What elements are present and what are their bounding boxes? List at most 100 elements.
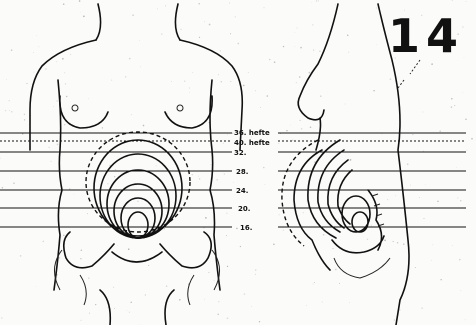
speckle-dot [167,113,168,114]
front-hip-right [188,250,220,305]
speckle-dot [415,267,416,268]
speckle-dot [118,157,119,158]
speckle-dot [237,43,239,45]
speckle-dot [348,52,349,53]
speckle-dot [410,185,411,186]
speckle-dot [62,58,64,60]
front-left-nipple [72,105,78,111]
speckle-dot [286,130,288,132]
speckle-dot [209,24,211,26]
speckle-dot [111,80,112,81]
speckle-dot [214,280,215,281]
side-contour-16 [352,212,368,232]
figure-number-leader [398,60,420,88]
speckle-dot [164,205,165,206]
speckle-dot [184,81,185,82]
speckle-dot [139,40,140,41]
speckle-dot [332,248,333,249]
speckle-dot [120,154,121,155]
speckle-dot [452,0,453,1]
speckle-dot [226,235,227,236]
speckle-dot [397,242,398,243]
speckle-dot [226,213,227,214]
speckle-dot [314,282,315,283]
speckle-dot [192,72,193,73]
speckle-dot [114,176,115,177]
speckle-dot [393,241,394,242]
speckle-dot [451,106,452,107]
speckle-dot [233,182,234,183]
speckle-dot [199,3,200,4]
label-16-weeks: 16. [240,224,252,232]
speckle-dot [431,63,433,65]
week-labels: 36. hefte 40. hefte 32. 28. 24. 20. 16. [234,129,270,232]
speckle-dot [199,37,200,38]
speckle-dot [320,95,322,97]
speckle-dot [279,214,280,215]
speckle-dot [164,228,165,229]
speckle-dot [221,81,223,83]
speckle-dot [217,313,219,315]
speckle-dot [292,140,293,141]
speckle-dot [452,245,453,246]
speckle-dot [1,317,2,318]
speckle-dot [88,277,89,278]
speckle-dot [140,67,141,68]
speckle-dot [6,79,7,80]
speckle-dot [45,68,47,70]
speckle-dot [65,83,66,84]
front-uterus-contours [86,132,190,238]
speckle-dot [204,21,205,22]
speckle-dot [63,3,64,5]
speckle-dot [390,78,392,80]
speckle-dot [235,16,236,17]
speckle-dot [223,143,224,144]
speckle-dot [459,259,461,261]
speckle-dot [230,81,231,82]
speckle-dot [131,302,132,303]
speckle-dot [301,128,303,130]
speckle-dot [192,174,193,175]
speckle-dot [460,290,461,291]
speckle-dot [0,158,1,159]
speckle-dot [230,33,231,34]
speckle-dot [53,106,54,107]
speckle-dot [465,119,466,120]
speckle-dot [36,35,37,36]
speckle-dot [156,166,157,167]
speckle-dot [422,112,423,113]
side-pelvic-floor [332,236,384,253]
speckle-dot [422,308,423,309]
speckle-dot [216,179,218,181]
speckle-dot [463,92,464,93]
speckle-dot [283,46,284,47]
side-uterus-contours [308,140,370,238]
speckle-dot [89,313,90,314]
side-front-torso [316,118,321,150]
side-contour-32 [318,150,344,232]
speckle-dot [180,29,181,30]
speckle-dot [36,286,37,287]
speckle-dot [465,319,466,320]
speckle-dot [24,119,25,120]
speckle-dot [345,104,346,105]
speckle-dot [263,167,265,169]
speckle-dot [264,7,265,8]
speckle-dot [295,32,296,33]
speckle-dot [218,74,219,75]
speckle-dot [309,72,311,74]
speckle-dot [161,33,162,34]
front-contour-16 [128,212,148,238]
label-28-weeks: 28. [236,168,248,176]
speckle-dot [204,299,205,300]
speckle-dot [310,126,312,128]
speckle-dot [131,114,132,115]
speckle-dot [460,200,461,201]
speckle-dot [290,125,291,126]
speckle-dot [95,304,96,305]
speckle-dot [13,182,14,183]
front-legs [100,290,174,325]
speckle-dot [451,98,453,100]
speckle-dot [395,195,396,196]
speckle-dot [322,302,323,303]
